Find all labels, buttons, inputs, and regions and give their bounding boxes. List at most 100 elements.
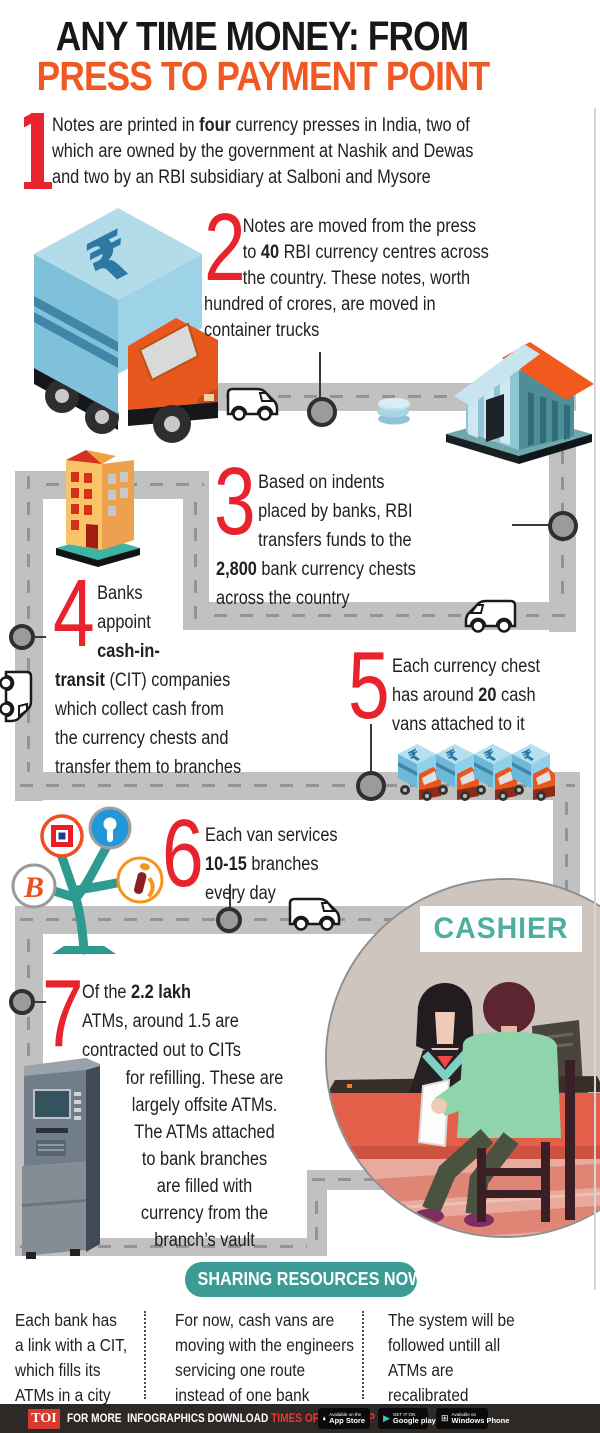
column-divider <box>362 1311 364 1399</box>
text-line: to 40 RBI currency centres across <box>242 242 489 263</box>
footer-text-white: FOR MORE INFOGRAPHICS DOWNLOAD <box>67 1413 272 1425</box>
title-line-1: ANY TIME MONEY: FROM <box>55 13 469 59</box>
icici-bank-logo <box>116 856 164 904</box>
toi-logo[interactable]: TOI <box>28 1409 60 1429</box>
badge-label: Windows Phone <box>451 1416 510 1425</box>
text-line: ATMs in a city <box>15 1385 111 1405</box>
small-truck-icon: ₹ <box>474 744 517 801</box>
route-node <box>9 989 35 1015</box>
pointer-line <box>35 1001 46 1003</box>
pointer-line <box>512 524 549 526</box>
bank-logos-tree: B <box>11 806 164 955</box>
road-segment <box>307 1170 327 1256</box>
text-line: ATMs, around 1.5 are <box>82 1011 239 1032</box>
text-line: Notes are printed in four currency press… <box>52 115 470 136</box>
text-line: which are owned by the government at Nas… <box>52 141 474 162</box>
text-line: currency from the <box>140 1203 269 1224</box>
pointer-line <box>35 636 46 638</box>
badge-label: Google play <box>392 1416 436 1425</box>
text-line: instead of one bank <box>175 1385 310 1405</box>
text-line: The ATMs attached <box>134 1122 275 1143</box>
text-line: Based on indents <box>258 472 385 493</box>
cash-van-icon <box>226 387 279 421</box>
page-right-rule <box>594 108 596 1290</box>
text-line: transfers funds to the <box>258 530 412 551</box>
bank-of-baroda-logo: B <box>11 863 57 909</box>
sharing-resources-banner: SHARING RESOURCES NOW <box>185 1262 423 1297</box>
text-line: and two by an RBI subsidiary at Salboni … <box>52 167 431 188</box>
badge-label: App Store <box>329 1416 365 1425</box>
route-node <box>9 624 35 650</box>
step-7-text-wrapped: for refilling. These are largely offsite … <box>108 1065 302 1254</box>
currency-truck-illustration: ₹ <box>34 208 218 443</box>
text-line: appoint <box>97 612 151 633</box>
title-line-2: PRESS TO PAYMENT POINT <box>36 53 490 99</box>
step-number-1 <box>24 112 54 191</box>
text-line: hundred of crores, are moved in <box>204 294 436 315</box>
text-line: recalibrated <box>388 1385 469 1405</box>
cash-van-icon <box>288 897 341 931</box>
step-5-text: Each currency chest has around 20 cash van… <box>392 652 540 739</box>
text-line: to bank branches <box>141 1149 268 1170</box>
text-line: largely offsite ATMs. <box>131 1095 278 1116</box>
text-line: 2,800 bank currency chests <box>216 559 416 580</box>
small-truck-icon: ₹ <box>512 744 555 801</box>
step-2-text: Notes are moved from the press to 40 RBI … <box>204 214 489 344</box>
step-number-2: 2 <box>204 194 246 301</box>
currency-chest-building <box>56 450 140 567</box>
road-segment <box>15 772 580 800</box>
pointer-line <box>319 352 321 398</box>
step-1-text: Notes are printed in four currency press… <box>52 113 473 191</box>
small-truck-icon: ₹ <box>398 744 441 801</box>
text-line: ATMs are <box>388 1360 454 1380</box>
text-line: Of the 2.2 lakh <box>82 982 192 1003</box>
windows-icon: ⊞ <box>441 1413 449 1423</box>
column-divider <box>144 1311 146 1399</box>
text-line: contracted out to CITs <box>82 1040 241 1061</box>
badge-top-text: GET IT ON <box>392 1411 416 1417</box>
text-line: Banks <box>97 583 143 604</box>
route-node <box>356 771 386 801</box>
step-number-6: 6 <box>162 800 204 907</box>
text-line: for refilling. These are <box>125 1068 284 1089</box>
text-line: has around 20 cash <box>392 685 536 706</box>
page-title: ANY TIME MONEY: FROM PRESS TO PAYMENT PO… <box>0 13 524 99</box>
step-number-4: 4 <box>53 560 95 667</box>
step-number-7: 7 <box>42 960 84 1067</box>
step-number-5: 5 <box>348 632 390 739</box>
text-line: servicing one route <box>175 1360 306 1380</box>
text-line: The system will be <box>388 1310 515 1330</box>
text-line: branch’s vault <box>154 1230 255 1251</box>
footer-bar <box>0 1404 600 1433</box>
text-line: vans attached to it <box>392 714 525 735</box>
text-line: Notes are moved from the press <box>242 216 477 237</box>
text-line: For now, cash vans are <box>175 1310 335 1330</box>
text-line: every day <box>205 883 276 904</box>
text-line: cash-in- <box>97 641 160 662</box>
text-line: transfer them to branches <box>55 757 242 778</box>
svg-text:B: B <box>23 871 44 904</box>
cashier-sign: CASHIER <box>420 906 582 952</box>
badge-top-text: Available on the <box>329 1411 362 1417</box>
text-line: Each currency chest <box>392 656 541 677</box>
text-line: Each bank has <box>15 1310 117 1330</box>
text-line: the currency chests and <box>55 728 229 749</box>
sbi-logo <box>88 806 132 850</box>
text-line: across the country <box>216 588 350 609</box>
hdfc-bank-logo <box>40 814 84 858</box>
pointer-line <box>229 884 231 908</box>
atm-machine-illustration <box>22 1058 100 1259</box>
text-line: which fills its <box>15 1360 101 1380</box>
text-line: which collect cash from <box>55 699 224 720</box>
play-icon: ▶ <box>383 1413 390 1423</box>
text-line: followed untill all <box>388 1335 501 1355</box>
